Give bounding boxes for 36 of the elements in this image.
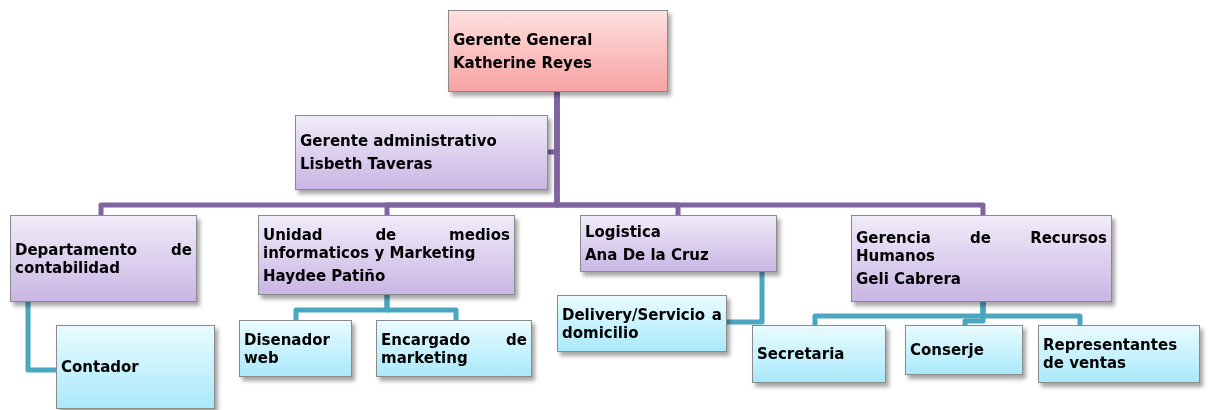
box-text: Secretaria [757, 345, 846, 363]
org-box [376, 320, 532, 377]
box-text: Representantes de ventas [1043, 336, 1179, 372]
box-text: Lisbeth Taveras [300, 155, 434, 173]
box-text: Disenador web [244, 330, 331, 367]
connector-line [727, 272, 765, 325]
org-box [1038, 325, 1200, 383]
box-text: Departamento de contabilidad [15, 240, 192, 277]
box-text: Geli Cabrera [856, 270, 962, 288]
org-box [851, 215, 1112, 302]
org-box [752, 325, 886, 383]
box-text: Ana De la Cruz [585, 246, 710, 264]
box-text: Encargado de marketing [381, 330, 527, 367]
box-text: Gerencia de Recursos Humanos [856, 229, 1107, 265]
box-text: Gerente administrativo [300, 132, 498, 150]
org-box [580, 215, 777, 272]
connector-line [554, 92, 986, 215]
org-box [448, 10, 668, 92]
box-text: Contador [61, 358, 140, 376]
box-text: Gerente General [453, 30, 594, 49]
org-box [239, 320, 352, 377]
box-text: Logistica [585, 223, 662, 241]
connector-line [384, 295, 459, 320]
org-box [557, 295, 727, 352]
box-text: Delivery/Servicio a domicilio [562, 305, 722, 342]
org-box [56, 325, 215, 409]
org-box [905, 325, 1023, 375]
box-text: Conserje [910, 341, 985, 359]
org-box [258, 215, 515, 295]
box-text: Haydee Patiño [263, 266, 387, 285]
box-text: Katherine Reyes [453, 53, 593, 72]
org-box [10, 215, 197, 302]
org-box [295, 115, 548, 190]
connector-line [25, 302, 56, 373]
box-text: Unidad de medios informaticos y Marketing [263, 225, 510, 262]
connector-line [980, 302, 1083, 325]
